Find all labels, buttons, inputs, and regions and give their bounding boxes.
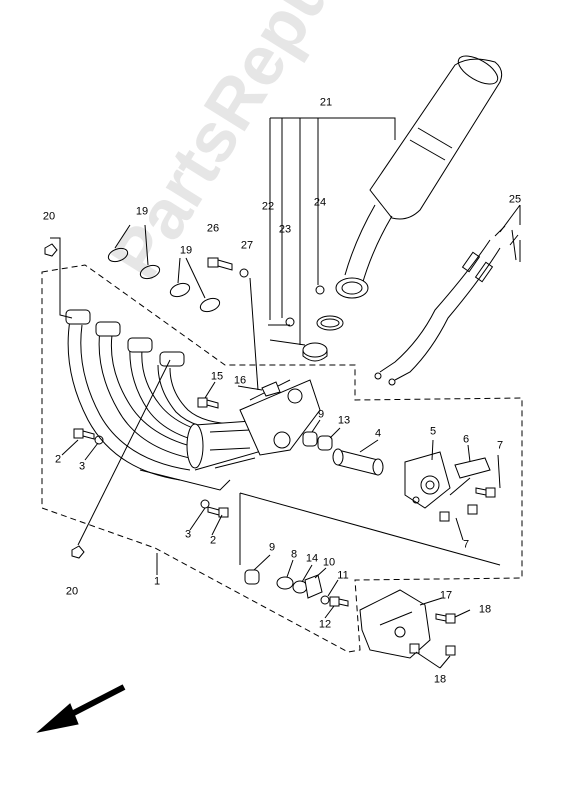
bolt-18-upper [435,613,456,624]
bolt-18-lower [409,643,456,656]
washer-3-right [200,499,210,509]
callout-8: 8 [290,548,298,561]
callout-15: 15 [210,370,224,383]
bolt-15 [197,397,219,409]
callout-19-left: 19 [135,205,149,218]
cover-17 [359,589,431,659]
gasket-22 [302,342,328,362]
muffler [335,55,503,299]
front-direction-arrow-icon [36,684,126,733]
nut-24 [315,285,325,295]
callout-4: 4 [374,427,382,440]
callout-20-top: 20 [42,210,56,223]
callout-18-upper: 18 [478,603,492,616]
callout-3-left: 3 [78,460,86,473]
callout-13: 13 [337,414,351,427]
plug-16 [261,381,281,397]
callout-5: 5 [429,425,437,438]
bushing-9-upper [302,431,318,447]
callout-25: 25 [508,193,522,206]
callout-10: 10 [322,556,336,569]
bolt-23-small [285,317,295,327]
pulley-5 [404,451,451,509]
leader-21 [270,117,396,140]
bolt-7-lower [439,504,478,522]
washer-3-left [94,435,104,445]
callout-16: 16 [233,374,247,387]
callout-20-bottom: 20 [65,585,79,598]
callout-6: 6 [462,433,470,446]
callout-3-right: 3 [184,528,192,541]
shaft-4 [332,448,384,476]
gaskets-19 [107,247,221,313]
washer-11 [320,595,330,605]
group-outline-dashed [41,264,523,653]
callout-18-lower: 18 [433,673,447,686]
nut-20-bottom [71,545,85,559]
callout-17: 17 [439,589,453,602]
bolt-7-right [475,487,496,498]
clamp-23 [316,315,344,331]
washer-27 [239,268,249,278]
bushing-9-lower [244,569,260,585]
callout-7-upper: 7 [496,439,504,452]
callout-24: 24 [313,196,327,209]
callout-1: 1 [153,575,161,588]
callout-2-left: 2 [54,453,62,466]
washer-8 [276,576,294,590]
callout-2-right: 2 [209,534,217,547]
callout-23: 23 [278,223,292,236]
callout-22: 22 [261,200,275,213]
callout-14: 14 [305,552,319,565]
lever-10 [304,574,323,599]
exhaust-headers [65,309,321,491]
bushing-13 [317,435,333,451]
callout-27: 27 [240,239,254,252]
bolt-26 [207,257,233,271]
callout-12: 12 [318,618,332,631]
leader-box-lower [239,492,501,566]
callout-19-right: 19 [179,244,193,257]
callout-9-lower: 9 [268,541,276,554]
cables-25 [374,225,521,386]
callout-9-upper: 9 [317,408,325,421]
callout-11: 11 [337,569,349,582]
callout-7-lower: 7 [462,538,470,551]
washer-14 [292,580,308,594]
callout-26: 26 [206,222,220,235]
bracket-6 [449,457,491,496]
bolt-2-right [207,506,229,518]
bolt-2-left [73,428,95,440]
bolt-12 [329,596,349,607]
callout-21: 21 [319,96,333,109]
nut-20-top [44,243,58,257]
